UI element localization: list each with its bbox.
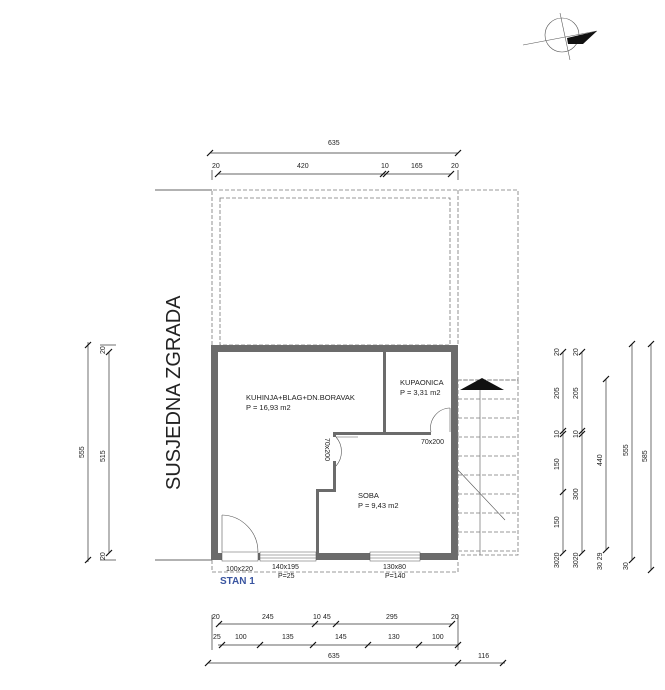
dim-bottom-ext: 116 — [478, 653, 489, 660]
dim-bottom1-2: 10 — [313, 614, 321, 621]
left-dimensions: 555 20 515 20 — [79, 341, 116, 564]
door-bath-size: 70x200 — [421, 439, 444, 446]
dim-top-0: 20 — [212, 163, 220, 170]
entry-door-size: 100x220 — [226, 566, 253, 573]
dim-right2-0: 20 — [573, 348, 580, 356]
dim-right1-3: 150 — [554, 458, 561, 470]
north-arrow-icon — [522, 12, 598, 61]
dim-bottom-total: 635 — [328, 653, 340, 660]
room-name-kitchen: KUHINJA+BLAG+DN.BORAVAK — [246, 393, 355, 402]
dim-top-total: 635 — [328, 140, 340, 147]
dim-bottom2-3: 145 — [335, 634, 347, 641]
top-dimensions: 635 20 420 10 165 20 — [206, 140, 462, 180]
dim-right1-2: 10 — [554, 430, 561, 438]
dim-left-total: 555 — [79, 446, 86, 458]
dim-right1-5: 3020 — [554, 552, 561, 568]
dim-left-2: 20 — [100, 552, 107, 560]
window-left-sill: P=25 — [278, 573, 295, 580]
stair-direction-arrow-icon — [460, 378, 504, 390]
walls — [211, 345, 458, 560]
dim-right1-1: 205 — [554, 387, 561, 399]
dim-right1-4: 150 — [554, 516, 561, 528]
dim-right3-0: 440 — [597, 454, 604, 466]
dim-bottom2-2: 135 — [282, 634, 294, 641]
dim-bottom1-1: 245 — [262, 614, 274, 621]
neighbor-building-label: SUSJEDNA ZGRADA — [163, 295, 185, 490]
dim-bottom2-0: 25 — [213, 634, 221, 641]
dim-bottom2-4: 130 — [388, 634, 400, 641]
room-area-kitchen: P = 16,93 m2 — [246, 403, 291, 412]
dim-right5-0: 585 — [642, 450, 649, 462]
door-room-size: 70x200 — [323, 438, 330, 461]
dim-left-0: 20 — [100, 346, 107, 354]
dim-right1-0: 20 — [554, 348, 561, 356]
dim-top-3: 165 — [411, 163, 423, 170]
upper-dashed-area — [155, 189, 519, 561]
dim-bottom2-5: 100 — [432, 634, 444, 641]
dim-right2-1: 205 — [573, 387, 580, 399]
dim-right2-2: 10 — [573, 430, 580, 438]
dim-right3-1: 30 29 — [597, 552, 604, 570]
dim-top-2: 10 — [381, 163, 389, 170]
dim-bottom1-0: 20 — [212, 614, 220, 621]
room-name-bathroom: KUPAONICA — [400, 378, 444, 387]
dim-bottom1-5: 20 — [451, 614, 459, 621]
room-area-room: P = 9,43 m2 — [358, 501, 399, 510]
window-right-size: 130x80 — [383, 564, 406, 571]
window-right-sill: P=140 — [385, 573, 406, 580]
room-area-bathroom: P = 3,31 m2 — [400, 388, 441, 397]
dim-top-4: 20 — [451, 163, 459, 170]
dim-right2-3: 300 — [573, 488, 580, 500]
dim-bottom2-1: 100 — [235, 634, 247, 641]
window-left-size: 140x195 — [272, 564, 299, 571]
right-dimensions: 20 205 10 150 150 3020 20 205 10 300 302… — [554, 340, 655, 574]
dim-right4-1: 30 — [623, 562, 630, 570]
dim-top-1: 420 — [297, 163, 309, 170]
bottom-dimensions: 20 245 10 45 295 20 25 100 135 145 130 1… — [204, 614, 507, 667]
dim-right4-0: 555 — [623, 444, 630, 456]
unit-label: STAN 1 — [220, 576, 255, 587]
staircase — [457, 378, 519, 556]
dim-left-1: 515 — [100, 450, 107, 462]
dim-right2-4: 3020 — [573, 552, 580, 568]
openings — [211, 407, 459, 573]
dim-bottom1-3: 45 — [323, 614, 331, 621]
dim-bottom1-4: 295 — [386, 614, 398, 621]
room-name-room: SOBA — [358, 491, 379, 500]
